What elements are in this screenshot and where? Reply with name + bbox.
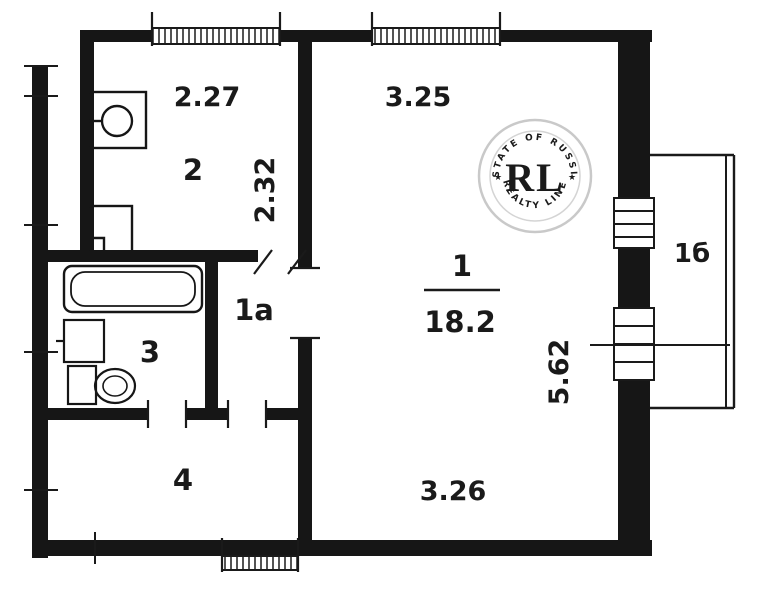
label-living: 1 bbox=[452, 249, 472, 283]
label-kitchen: 2 bbox=[183, 153, 203, 187]
hall-bottom-wall-stub-left bbox=[218, 408, 228, 420]
bath-right-wall bbox=[205, 262, 218, 408]
window-living bbox=[371, 27, 501, 45]
bathtub bbox=[62, 264, 204, 314]
toilet bbox=[66, 364, 137, 406]
kitchen-door-slash-1 bbox=[253, 249, 273, 275]
window-bottom bbox=[221, 555, 299, 571]
label-living-area: 18.2 bbox=[424, 305, 496, 339]
top-wall-left bbox=[80, 30, 152, 42]
watermark-inner-ring bbox=[489, 130, 581, 222]
dim-living-width-top: 3.25 bbox=[385, 82, 452, 113]
watermark-initials: RL bbox=[505, 155, 565, 200]
dim-living-width-bottom: 3.26 bbox=[420, 476, 487, 507]
windows bbox=[150, 12, 655, 572]
fixtures bbox=[56, 90, 204, 406]
bath-bottom-wall-left bbox=[48, 408, 148, 420]
dim-living-height: 5.62 bbox=[544, 339, 575, 406]
right-outer-wall-top bbox=[618, 30, 650, 198]
right-outer-wall-mid bbox=[618, 248, 650, 308]
watermark-outer-ring bbox=[477, 118, 593, 234]
wall-joint-ticks bbox=[24, 65, 96, 564]
right-outer-wall-bottom bbox=[618, 380, 650, 540]
main-inner-wall-bottom bbox=[298, 338, 312, 540]
watermark-star-right: ★ bbox=[568, 173, 576, 183]
bottom-outer-wall bbox=[32, 540, 652, 556]
window-kitchen bbox=[151, 27, 281, 45]
top-wall-right bbox=[500, 30, 652, 42]
kitchen-stove bbox=[86, 204, 134, 254]
main-inner-wall-top bbox=[298, 42, 312, 268]
dim-kitchen-width: 2.27 bbox=[174, 82, 241, 113]
balcony-window-upper bbox=[613, 197, 655, 249]
kitchen-door-slash-2 bbox=[287, 249, 307, 275]
washbasin bbox=[56, 318, 106, 364]
labels: 2.27 2 2.32 3.25 1 18.2 3.26 5.62 1а 3 4… bbox=[140, 82, 710, 507]
bath-bottom-wall-right bbox=[186, 408, 218, 420]
label-corridor: 4 bbox=[173, 463, 193, 497]
door-openings bbox=[146, 249, 320, 428]
kitchen-bottom-wall bbox=[48, 250, 258, 262]
label-balcony: 1б bbox=[674, 239, 710, 269]
label-hall: 1а bbox=[234, 293, 274, 327]
window-jamb-ticks bbox=[150, 12, 502, 572]
label-bath: 3 bbox=[140, 335, 160, 369]
watermark-star-left: ★ bbox=[494, 173, 502, 183]
balcony-outline bbox=[590, 153, 736, 410]
kitchen-sink bbox=[86, 90, 148, 150]
hall-bottom-wall-stub-right bbox=[266, 408, 312, 420]
left-outer-wall bbox=[32, 66, 48, 558]
dim-kitchen-height: 2.32 bbox=[250, 157, 281, 224]
top-wall-mid bbox=[280, 30, 372, 42]
